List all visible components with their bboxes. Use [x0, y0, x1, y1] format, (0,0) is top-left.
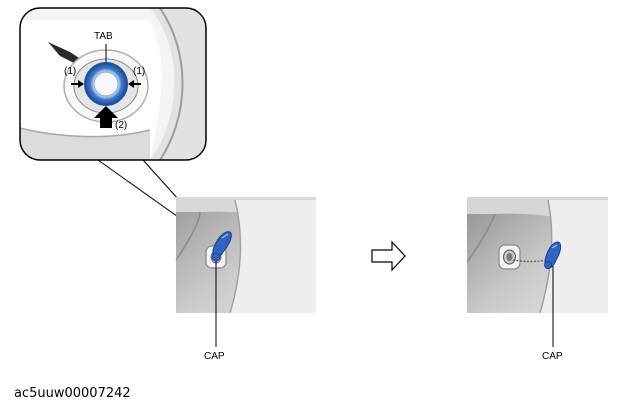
press-arrow-right-icon [128, 80, 141, 88]
press-arrow-left-icon [71, 80, 84, 88]
cap-label-right: CAP [542, 351, 563, 362]
left-photo-removed-clip [175, 197, 316, 314]
callout-detail [19, 7, 207, 161]
marker-2-label: (2) [115, 120, 128, 131]
marker-1-left-label: (1) [64, 66, 77, 77]
push-arrow-up-icon [94, 106, 118, 128]
right-photo-cap-hanging [466, 197, 608, 314]
marker-1-right-label: (1) [133, 66, 146, 77]
figure-code: ac5uuw00007242 [14, 386, 131, 401]
cap-label-left: CAP [204, 351, 225, 362]
tab-label: TAB [94, 31, 113, 42]
transition-arrow-icon [371, 240, 406, 272]
